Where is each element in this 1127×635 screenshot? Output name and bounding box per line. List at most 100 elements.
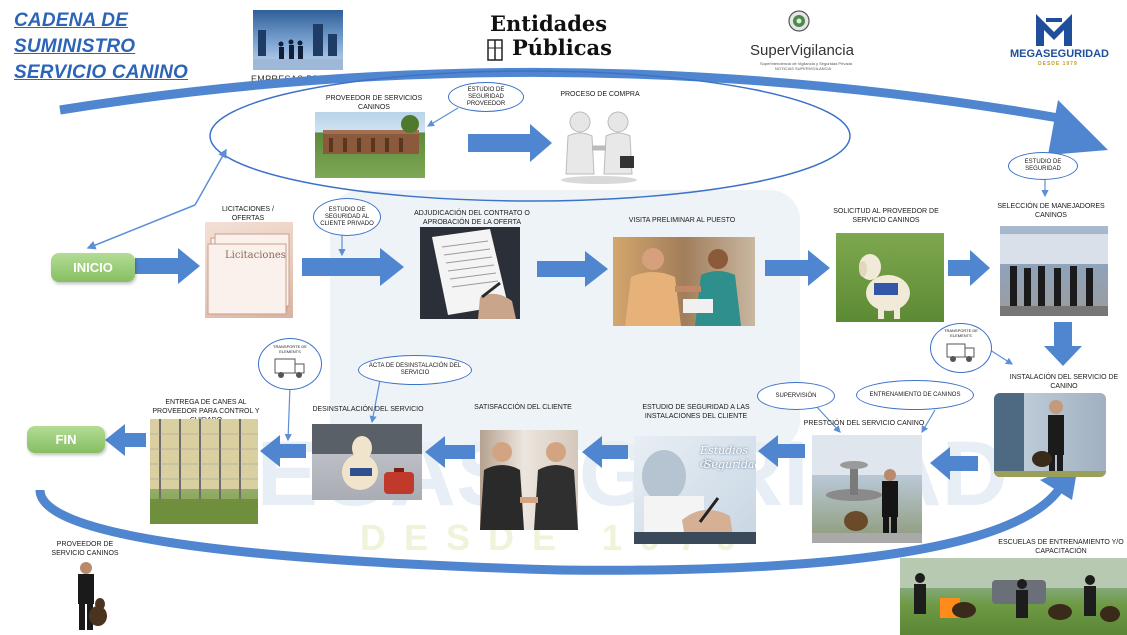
top-curve-arrow-head [1048,100,1108,155]
licitaciones-image: Licitaciones [205,222,293,318]
connector-licitaciones-inicio [86,204,196,250]
transporte-label-1: TRANSPORTE DE ELEMENTS [273,344,307,354]
training-schools-image [900,558,1127,635]
dog-on-grass-image [836,233,944,322]
supervigilancia-sub1: Superintendencia de Vigilancia y Segurid… [760,61,852,66]
bottom-curve-arrow [35,485,1064,575]
site-visit-image [613,237,755,326]
transporte-bubble-2: TRANSPORTE DE ELEMENTS [930,323,992,373]
truck-icon-2 [946,343,975,362]
dog-with-suitcase-drawing [312,424,422,494]
service-provision-image [812,435,922,543]
title-line-2: SUMINISTRO [14,36,136,57]
estudio-seguridad-instalaciones-label: ESTUDIO DE SEGURIDAD A LAS INSTALACIONES… [642,404,750,420]
proveedor-servicios-label: PROVEEDOR DE SERVICIOS CANINOS [325,95,423,111]
connector-estudio-proveedor [426,107,459,127]
businessmen-handshake-drawing [480,442,578,530]
entidades-label: Entidades [490,11,608,36]
estudio-seguridad-bubble: ESTUDIO DE SEGURIDAD [1008,152,1078,180]
publicas-label: Públicas [512,35,612,60]
proceso-compra-label: PROCESO DE COMPRA [560,91,640,98]
fin-pill: FIN [27,426,105,453]
arrow-entrega-fin [105,424,146,456]
inicio-pill: INICIO [51,253,135,282]
connector-licitaciones-ellipse [194,148,227,206]
estudio-proveedor-bubble: ESTUDIO DE SEGURIDAD PROVEEDOR [448,82,524,112]
supervigilancia-sub2: NOTICIAS SUPERVIGILANCIA [775,66,832,71]
handshake-figures-image [561,111,637,184]
estudios-photo-text-1: Estudios de [700,444,749,470]
title-line-3: SERVICIO CANINO [14,62,189,83]
satisfaccion-cliente-label: SATISFACCIÓN DEL CLIENTE [474,404,572,411]
arrow-satisfaccion-desinstalacion [425,436,475,468]
supervision-bubble: SUPERVISIÓN [757,382,835,410]
adjudicacion-label: ADJUDICACIÓN DEL CONTRATO O APROBACIÓN D… [414,210,530,226]
connector-entrenamiento [921,409,936,434]
connector-supervision [814,404,841,433]
seleccion-manejadores-label: SELECCIÓN DE MANEJADORES CANINOS [997,203,1105,219]
contract-signing-image [420,227,520,319]
transporte-bubble-1: TRANSPORTE DE ELEMENTS [258,338,322,390]
title-line-1: CADENA DE [14,10,129,31]
guard-with-dog-drawing [994,393,1106,477]
estudio-cliente-bubble: ESTUDIO DE SEGURIDAD AL CLIENTE PRIVADO [313,198,381,236]
client-satisfaction-image [480,430,578,530]
fountain-guard-dog-drawing [812,435,922,543]
transporte-label-2: TRANSPORTE DE ELEMENTS [944,328,978,338]
dog-training-drawing [900,558,1127,622]
business-people-silhouettes [253,24,343,70]
solicitud-proveedor-label: SOLICITUD AL PROVEEDOR DE SERVICIO CANIN… [833,208,939,224]
handlers-lineup-drawing [1000,234,1108,316]
service-uninstall-image [312,424,422,500]
estudios-photo-text-2: Seguridad [704,458,756,471]
entrenamiento-bubble: ENTRENAMIENTO DE CANINOS [856,380,974,410]
escuelas-label: ESCUELAS DE ENTRENAMIENTO Y/O CAPACITACI… [998,539,1124,555]
service-installation-image [994,393,1106,477]
labrador-dog-drawing [859,254,910,319]
instalacion-servicio-label: INSTALACIÓN DEL SERVICIO DE CANINO [1009,374,1119,390]
kennel-building-drawing [323,115,419,154]
connector-transporte-2 [989,349,1014,365]
megaseguridad-sub: DESDE 1979 [1038,61,1078,67]
handler-dog-drawing [78,562,107,630]
arrow-inicio-licitaciones [135,248,200,284]
truck-icon-1 [274,358,305,378]
building-icon [487,39,503,61]
megaseguridad-m-icon [1036,14,1072,46]
security-study-image: Estudios de Seguridad [634,436,756,544]
arrow-solicitud-seleccion [948,250,990,286]
desinstalacion-servicio-label: DESINSTALACIÓN DEL SERVICIO [312,406,424,413]
arrow-adjudicacion-visita [537,251,608,287]
licitaciones-label: LICITACIONES / OFERTAS [222,206,274,222]
connector-acta [369,379,381,424]
arrow-prestacion-estudio [758,435,805,467]
arrow-visita-solicitud [765,250,830,286]
arrow-seleccion-instalacion [1044,322,1082,366]
kennel-facility-image [315,112,425,178]
licitaciones-photo-text: Licitaciones [225,250,286,261]
kennel-handover-image [150,419,258,524]
fenced-kennels-drawing [150,419,258,524]
arrow-desinstalacion-entrega [260,435,306,467]
arrow-licitaciones-adjudicacion [302,248,404,286]
top-curve-arrow [59,67,1071,125]
empresas-privadas-image [253,10,343,70]
acta-desinstalacion-bubble: ACTA DE DESINSTALACIÓN DEL SERVICIO [358,355,472,385]
arrow-estudio-satisfaccion [582,436,628,468]
connector-transporte-1 [284,385,292,442]
arrow-instalacion-prestacion [930,447,978,480]
two-people-shaking-hands [613,237,755,326]
supervigilancia-seal-icon [788,10,810,32]
stacked-papers-drawing [207,233,290,315]
megaseguridad-label: MEGASEGURIDAD [1010,48,1110,60]
arrow-proveedor-compra [468,124,552,162]
supervigilancia-label: SuperVigilancia [750,42,854,59]
handler-selection-image [1000,226,1108,316]
visita-preliminar-label: VISITA PRELIMINAR AL PUESTO [628,217,736,224]
proveedor-ellipse [209,70,851,202]
contract-document-drawing [432,229,516,319]
megaseguridad-logo [1006,8,1102,70]
hand-writing-drawing [634,450,756,544]
